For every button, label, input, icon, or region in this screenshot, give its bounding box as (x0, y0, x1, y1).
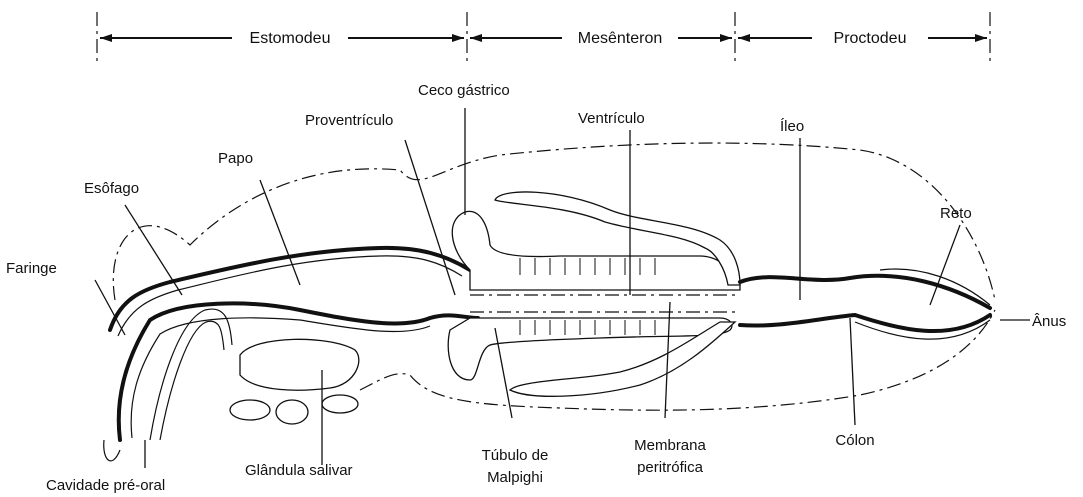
label-pharynx: Faringe (6, 260, 57, 277)
stomodeum-arrowhead-left (100, 34, 112, 42)
proctodeum-arrowhead-left (738, 34, 750, 42)
leader-colon (850, 318, 855, 425)
salivary-lobe-2 (276, 400, 308, 424)
label-peritrophic-membrane-line2: peritrófica (637, 459, 704, 476)
stomodeum-label: Estomodeu (250, 30, 331, 47)
label-ileum: Íleo (780, 118, 804, 135)
label-proventriculus: Proventrículo (305, 112, 393, 129)
label-preoral-cavity: Cavidade pré-oral (46, 477, 165, 494)
salivary-duct-inner (160, 321, 224, 440)
label-rectum: Reto (940, 205, 972, 222)
label-colon: Cólon (835, 432, 874, 449)
hindgut-lower-wall (740, 315, 990, 331)
hindgut-upper-wall (740, 276, 990, 308)
label-ventriculus: Ventrículo (578, 110, 645, 127)
label-salivary-gland: Glândula salivar (245, 462, 353, 479)
proctodeum-label: Proctodeu (834, 30, 907, 47)
label-malpighian-tubule-line2: Malpighi (487, 469, 543, 486)
mesenteron-arrowhead-left (470, 34, 482, 42)
hindgut (740, 269, 990, 339)
region-header: Estomodeu Mesênteron Proctodeu (97, 12, 990, 62)
midgut (448, 192, 740, 396)
mesenteron-arrowhead-right (720, 34, 732, 42)
label-esophagus: Esôfago (84, 180, 139, 197)
gastric-caecum-upper (452, 211, 740, 290)
label-malpighian-tubule-line1: Túbulo de (482, 447, 549, 464)
salivary-lobe-1 (230, 400, 270, 420)
leader-proventriculus (405, 140, 455, 295)
leader-esophagus (125, 205, 182, 295)
label-anus: Ânus (1032, 313, 1066, 330)
salivary-gland-body (240, 339, 359, 390)
proctodeum-arrowhead-right (975, 34, 987, 42)
mesenteron-label: Mesênteron (578, 30, 663, 47)
salivary-lobe-3 (322, 395, 358, 413)
label-crop: Papo (218, 150, 253, 167)
label-peritrophic-membrane-line1: Membrana (634, 437, 706, 454)
salivary-gland (150, 309, 359, 440)
label-gastric-caecum: Ceco gástrico (418, 82, 510, 99)
stomodeum-arrowhead-right (452, 34, 464, 42)
mouth-outline (104, 440, 120, 461)
